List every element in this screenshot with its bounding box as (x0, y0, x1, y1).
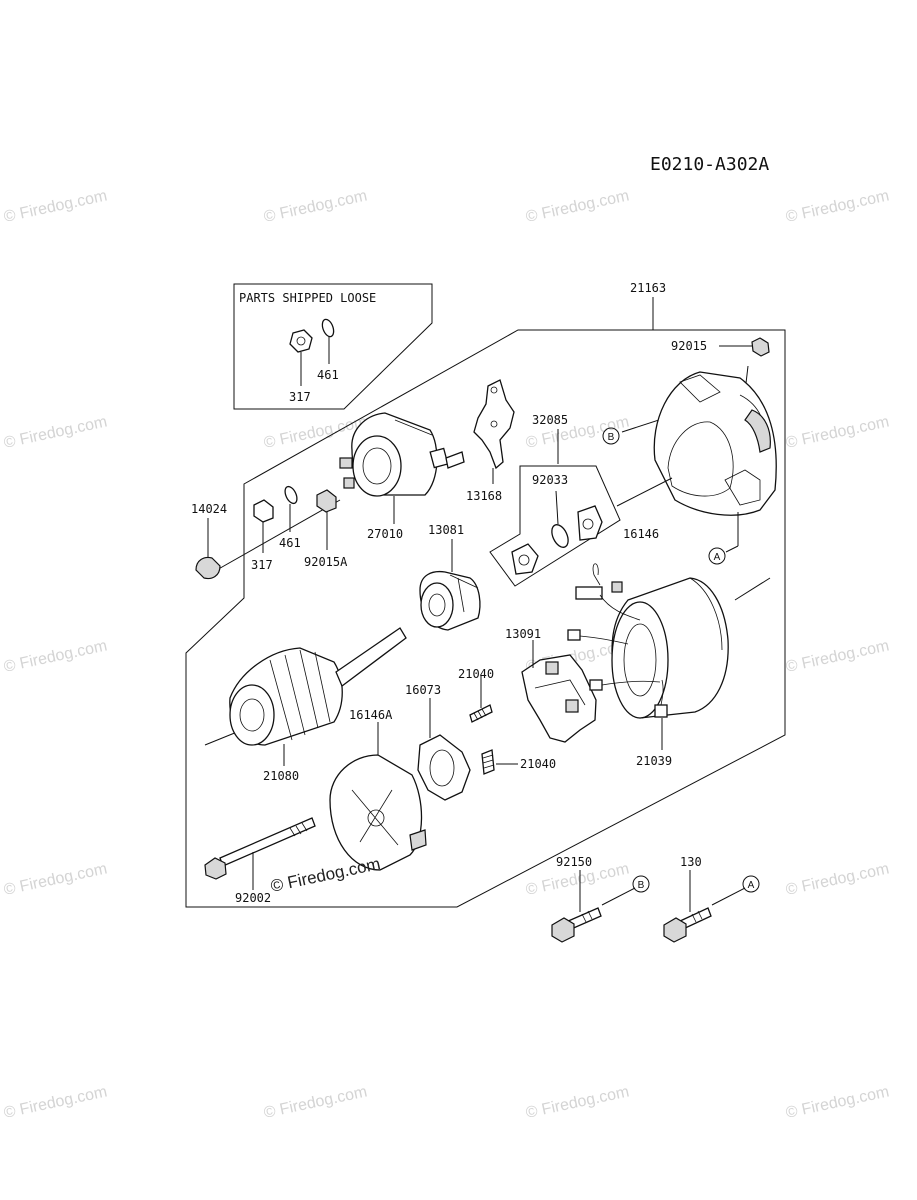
nut-317 (253, 499, 274, 523)
part-number-317-loose: 317 (289, 390, 311, 404)
callout-b-bolt: B (638, 880, 645, 891)
watermark-center: © Firedog.com (269, 854, 382, 896)
spring-21040-lower (481, 749, 495, 775)
loose-box-title: PARTS SHIPPED LOOSE (239, 291, 376, 305)
part-number-461: 461 (279, 536, 301, 550)
watermark: © Firedog.com (524, 187, 630, 225)
brush-plate-16073 (417, 734, 471, 801)
rear-cover-16146A (329, 754, 427, 871)
pinion-13081 (419, 570, 481, 631)
part-number-317: 317 (251, 558, 273, 572)
part-number-13081: 13081 (428, 523, 464, 537)
callout-a-bolt: A (748, 880, 755, 891)
part-number-13091: 13091 (505, 627, 541, 641)
part-number-92015: 92015 (671, 339, 707, 353)
watermark: © Firedog.com (2, 637, 108, 675)
part-number-92002: 92002 (235, 891, 271, 905)
watermark: © Firedog.com (2, 860, 108, 898)
watermark: © Firedog.com (262, 187, 368, 225)
watermark: © Firedog.com (262, 1083, 368, 1121)
part-number-21040-lower: 21040 (520, 757, 556, 771)
part-number-21039: 21039 (636, 754, 672, 768)
watermark: © Firedog.com (2, 413, 108, 451)
part-number-21080: 21080 (263, 769, 299, 783)
watermark: © Firedog.com (784, 1083, 890, 1121)
front-housing-16146 (653, 371, 777, 516)
watermark: © Firedog.com (784, 187, 890, 225)
nut-92015A (316, 489, 337, 513)
brush-holder-13091 (521, 654, 597, 743)
part-number-130: 130 (680, 855, 702, 869)
bolt-92150 (551, 907, 602, 943)
nut-92015 (751, 337, 770, 357)
watermark: © Firedog.com (2, 187, 108, 225)
part-number-16146A: 16146A (349, 708, 393, 722)
part-number-14024: 14024 (191, 502, 227, 516)
loose-parts-box: PARTS SHIPPED LOOSE 317 461 (233, 283, 433, 410)
watermark: © Firedog.com (784, 860, 890, 898)
washer-92033 (551, 524, 569, 548)
watermark: © Firedog.com (784, 637, 890, 675)
part-number-16073: 16073 (405, 683, 441, 697)
part-number-92033: 92033 (532, 473, 568, 487)
bolt-130 (663, 907, 712, 943)
bearing-32085 (577, 505, 603, 541)
part-number-16146: 16146 (623, 527, 659, 541)
part-number-32085: 32085 (532, 413, 568, 427)
watermark-layer: © Firedog.com © Firedog.com © Firedog.co… (2, 187, 890, 1121)
solenoid-27010 (339, 412, 465, 497)
part-number-13168: 13168 (466, 489, 502, 503)
part-number-27010: 27010 (367, 527, 403, 541)
part-number-461-loose: 461 (317, 368, 339, 382)
watermark: © Firedog.com (524, 1083, 630, 1121)
part-number-92015A: 92015A (304, 555, 348, 569)
watermark: © Firedog.com (2, 1083, 108, 1121)
lever-13168 (473, 379, 515, 470)
cap-14024 (195, 556, 221, 580)
armature-21080 (204, 627, 407, 746)
spring-21040-upper (469, 704, 493, 723)
callout-a-housing: A (714, 552, 721, 563)
yoke-21039 (567, 563, 771, 719)
callout-b-top: B (608, 432, 615, 443)
diagram-code: E0210-A302A (650, 154, 769, 175)
through-bolt-92002 (204, 817, 316, 880)
part-number-21163: 21163 (630, 281, 666, 295)
part-number-92150: 92150 (556, 855, 592, 869)
part-number-21040-upper: 21040 (458, 667, 494, 681)
watermark: © Firedog.com (784, 413, 890, 451)
washer-461 (284, 485, 298, 505)
assembly-outline (185, 329, 786, 908)
